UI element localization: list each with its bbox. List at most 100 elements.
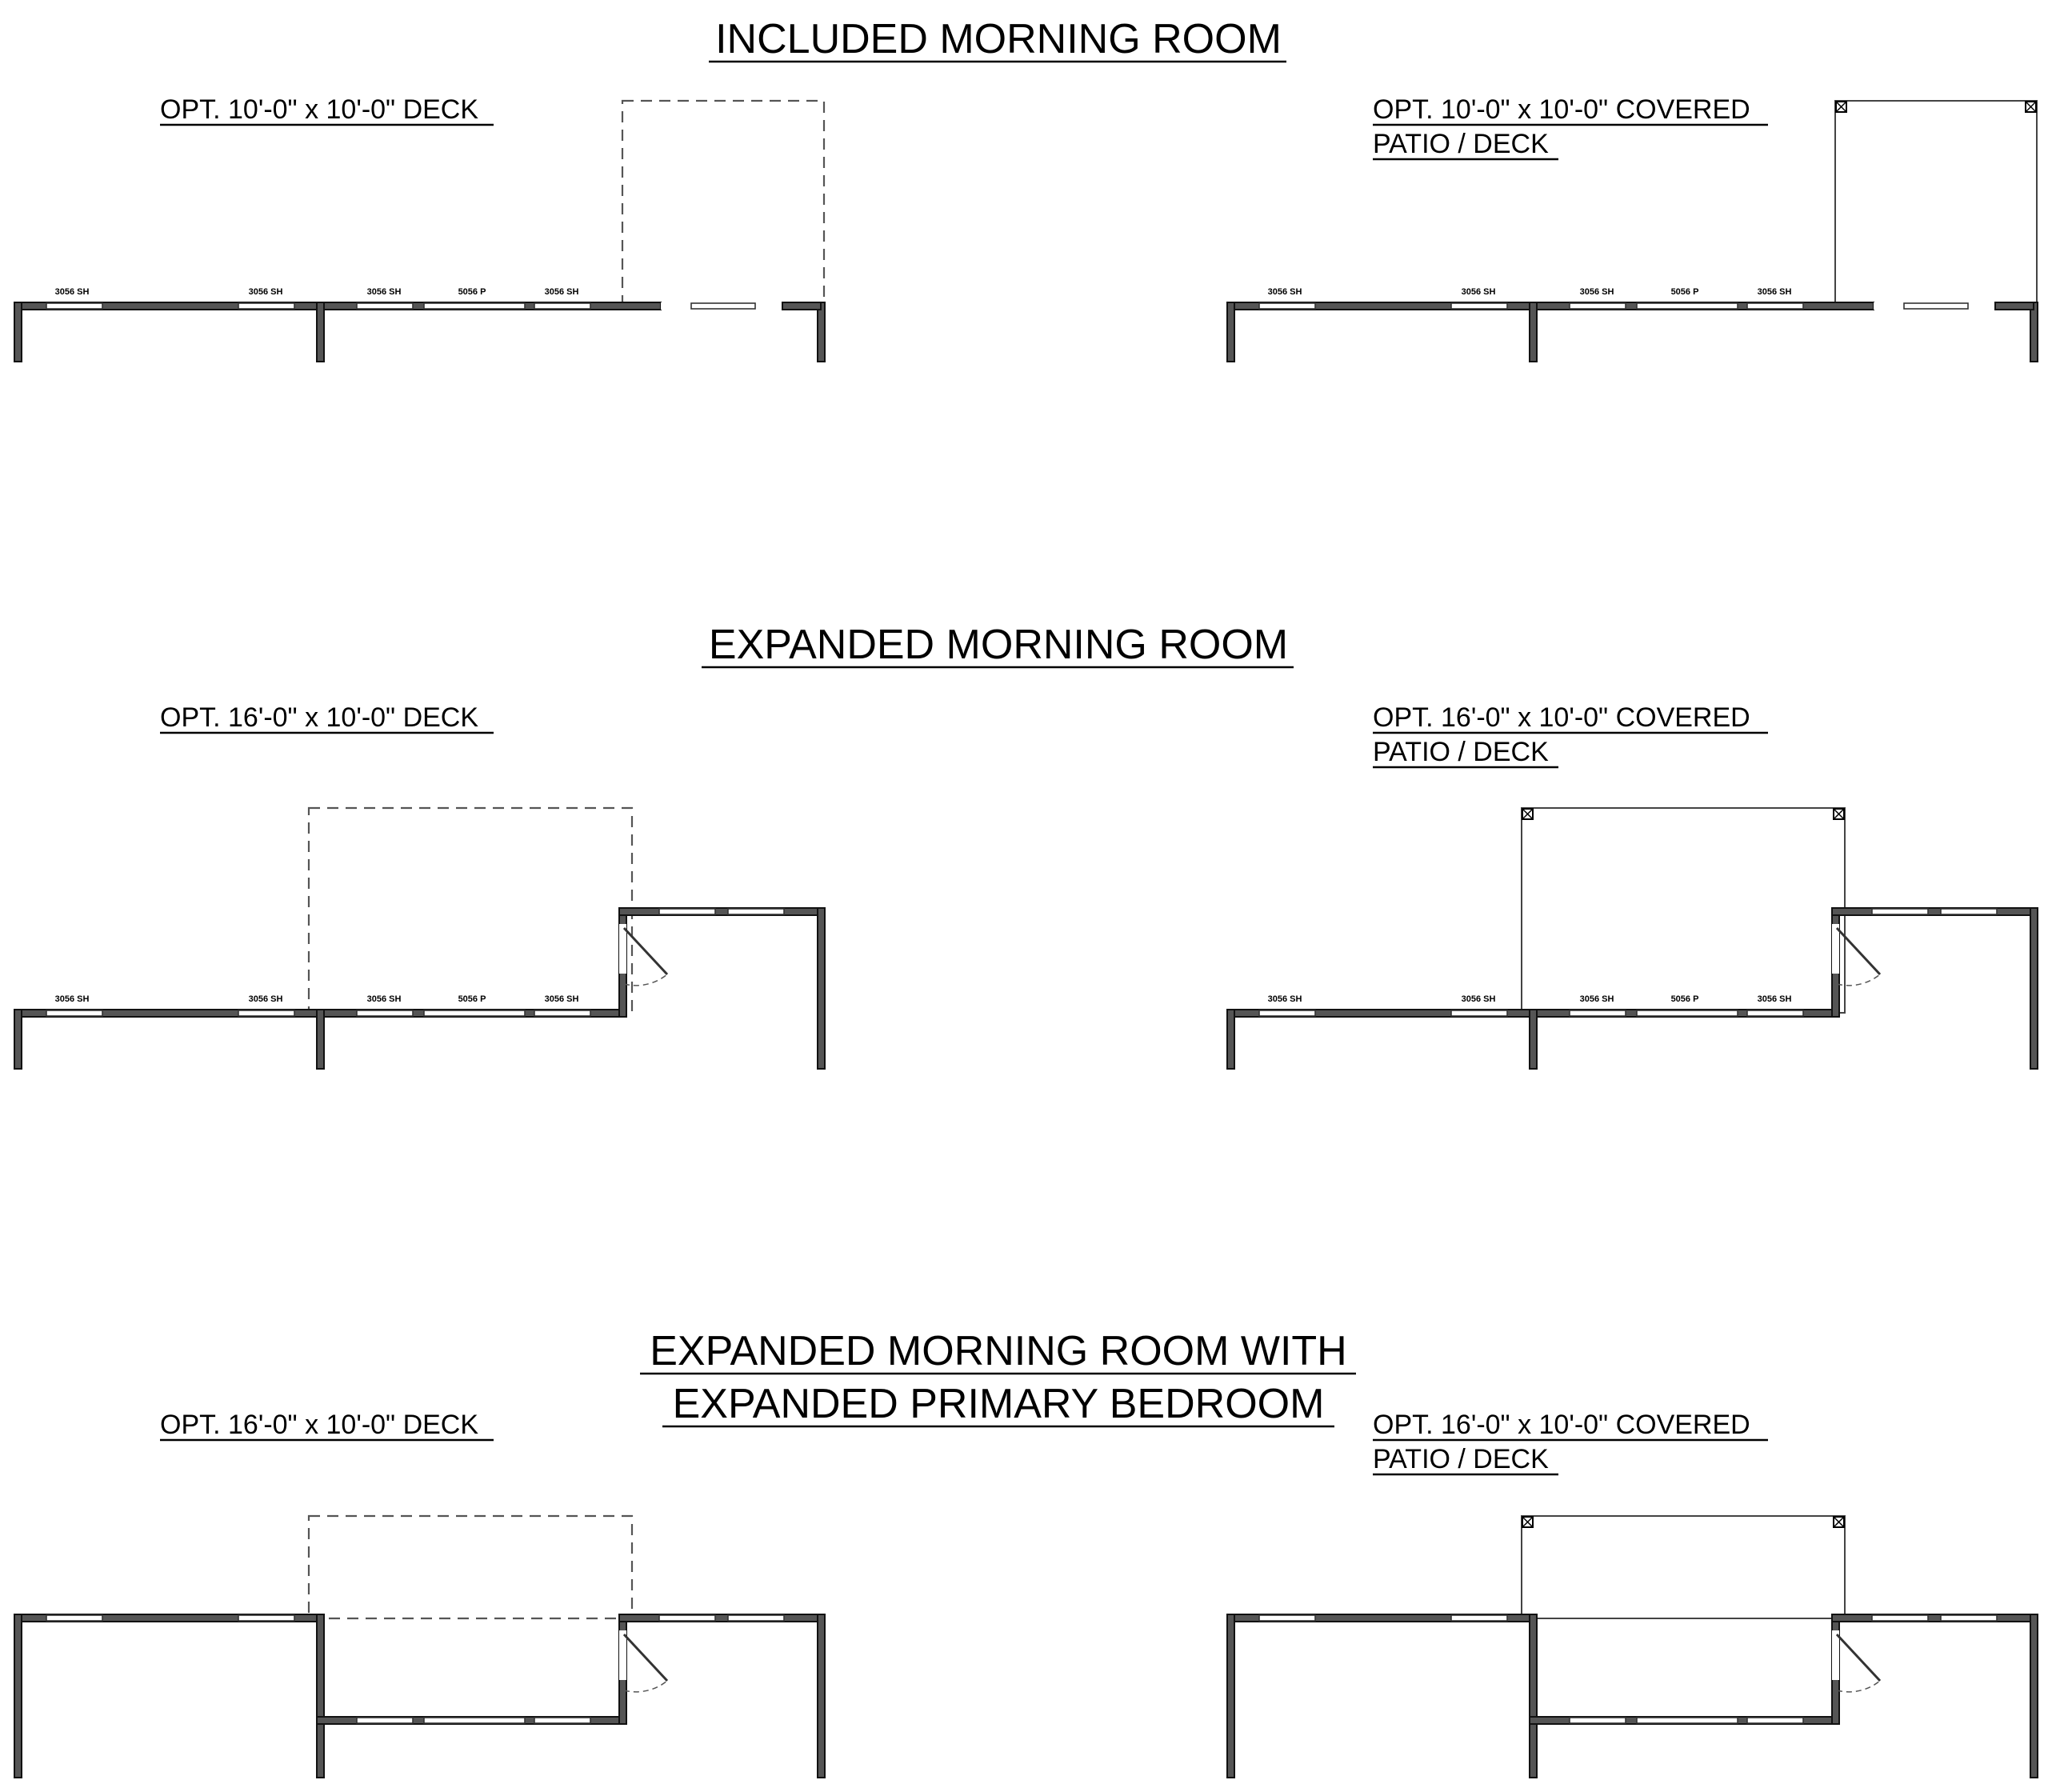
exterior-wall xyxy=(1226,302,1235,362)
exterior-wall xyxy=(14,302,22,362)
window xyxy=(1450,1010,1508,1017)
window xyxy=(1746,1010,1804,1017)
window xyxy=(238,302,295,310)
door-swing-arc xyxy=(1836,974,1881,986)
window xyxy=(46,1010,103,1017)
window-tag: 3056 SH xyxy=(1758,994,1792,1004)
interior-wall xyxy=(316,1009,325,1070)
door-swing-arc xyxy=(623,974,668,986)
picture-window xyxy=(423,1717,526,1724)
window xyxy=(727,1614,785,1622)
covered-option-label-line2: PATIO / DECK xyxy=(1373,129,1549,159)
section-title-line1: EXPANDED MORNING ROOM WITH xyxy=(650,1328,1346,1374)
exterior-wall xyxy=(1831,907,2038,916)
covered-patio-outline xyxy=(1521,1515,1846,1619)
exterior-wall xyxy=(618,907,825,916)
window-tag: 3056 SH xyxy=(1580,287,1614,297)
optional-deck-outline xyxy=(621,99,826,307)
window xyxy=(727,908,785,915)
interior-wall xyxy=(1529,302,1538,362)
window-tag: 5056 P xyxy=(1671,287,1699,297)
window xyxy=(1450,302,1508,310)
covered-patio-outline xyxy=(1834,100,2038,306)
exterior-wall xyxy=(618,1614,825,1622)
window xyxy=(1258,302,1316,310)
window xyxy=(1746,1717,1804,1724)
window-tag: 3056 SH xyxy=(55,994,90,1004)
window xyxy=(238,1614,295,1622)
door-swing-arc xyxy=(623,1680,668,1693)
section-expanded-morning-room: EXPANDED MORNING ROOM OPT. 16'-0" x 10'-… xyxy=(14,622,2038,1070)
window-tag: 3056 SH xyxy=(1462,994,1496,1004)
picture-window xyxy=(1636,1010,1738,1017)
exterior-wall xyxy=(14,1009,22,1070)
window xyxy=(1569,1010,1626,1017)
window xyxy=(658,1614,716,1622)
window xyxy=(1569,302,1626,310)
window-tag: 3056 SH xyxy=(249,994,283,1004)
plan-deck-16x10: 3056 SH 3056 SH 3056 SH 5056 P 3056 SH xyxy=(14,806,826,1070)
window xyxy=(1569,1717,1626,1724)
door-icon xyxy=(622,1633,669,1682)
window xyxy=(1871,1614,1929,1622)
window-tag: 3056 SH xyxy=(545,994,579,1004)
window xyxy=(1258,1010,1316,1017)
exterior-wall xyxy=(14,1614,22,1778)
door-icon xyxy=(622,926,669,976)
window-tag: 3056 SH xyxy=(545,287,579,297)
window xyxy=(1940,908,1998,915)
post-x-mark xyxy=(1835,101,2037,113)
sliding-door xyxy=(690,302,756,310)
window-tag: 3056 SH xyxy=(1758,287,1792,297)
window-tag: 3056 SH xyxy=(1462,287,1496,297)
section-included-morning-room: INCLUDED MORNING ROOM OPT. 10'-0" x 10'-… xyxy=(14,16,2038,362)
section-title: EXPANDED MORNING ROOM xyxy=(709,622,1288,668)
window-tag: 5056 P xyxy=(1671,994,1699,1004)
plan-covered-10x10: 3056 SH 3056 SH 3056 SH 5056 P 3056 SH xyxy=(1226,100,2038,362)
exterior-wall xyxy=(1529,1614,1538,1778)
covered-option-label-line1: OPT. 16'-0" x 10'-0" COVERED xyxy=(1373,1410,1750,1440)
window-tag: 5056 P xyxy=(458,287,486,297)
optional-deck-outline xyxy=(307,1514,634,1620)
covered-option-label-line2: PATIO / DECK xyxy=(1373,737,1549,767)
deck-option-label: OPT. 16'-0" x 10'-0" DECK xyxy=(160,1410,478,1440)
window-tag: 3056 SH xyxy=(1268,287,1302,297)
window xyxy=(46,1614,103,1622)
exterior-wall xyxy=(1994,302,2034,310)
post-x-mark xyxy=(1522,808,1845,820)
window xyxy=(658,908,716,915)
window xyxy=(356,302,414,310)
plan-deck-10x10: 3056 SH 3056 SH 3056 SH 5056 P 3056 SH xyxy=(14,99,826,362)
covered-option-label-line1: OPT. 10'-0" x 10'-0" COVERED xyxy=(1373,94,1750,125)
exterior-wall xyxy=(2030,1614,2038,1778)
sliding-door xyxy=(1903,302,1969,310)
window-tag: 3056 SH xyxy=(367,287,402,297)
window xyxy=(534,1717,591,1724)
door-opening xyxy=(1832,1630,1839,1680)
picture-window xyxy=(423,1010,526,1017)
window xyxy=(356,1010,414,1017)
interior-wall xyxy=(1529,1009,1538,1070)
picture-window xyxy=(1636,1717,1738,1724)
exterior-wall xyxy=(1226,1009,1235,1070)
window xyxy=(1258,1614,1316,1622)
exterior-wall xyxy=(817,1614,826,1778)
exterior-wall xyxy=(782,302,822,310)
covered-patio-outline xyxy=(1521,807,1846,1014)
plan-deck-16x10-expanded-bedroom xyxy=(14,1514,826,1778)
exterior-wall xyxy=(2030,302,2038,362)
door-opening xyxy=(619,924,626,974)
picture-window xyxy=(423,302,526,310)
door-opening xyxy=(1832,924,1839,974)
covered-option-label-line2: PATIO / DECK xyxy=(1373,1444,1549,1474)
window xyxy=(46,302,103,310)
section-expanded-morning-room-with-primary-bedroom: EXPANDED MORNING ROOM WITH EXPANDED PRIM… xyxy=(14,1328,2038,1778)
section-title: INCLUDED MORNING ROOM xyxy=(715,16,1282,62)
window xyxy=(1871,908,1929,915)
exterior-wall xyxy=(817,302,826,362)
window-tag: 5056 P xyxy=(458,994,486,1004)
section-title-line2: EXPANDED PRIMARY BEDROOM xyxy=(673,1381,1325,1427)
window xyxy=(1940,1614,1998,1622)
window xyxy=(1746,302,1804,310)
